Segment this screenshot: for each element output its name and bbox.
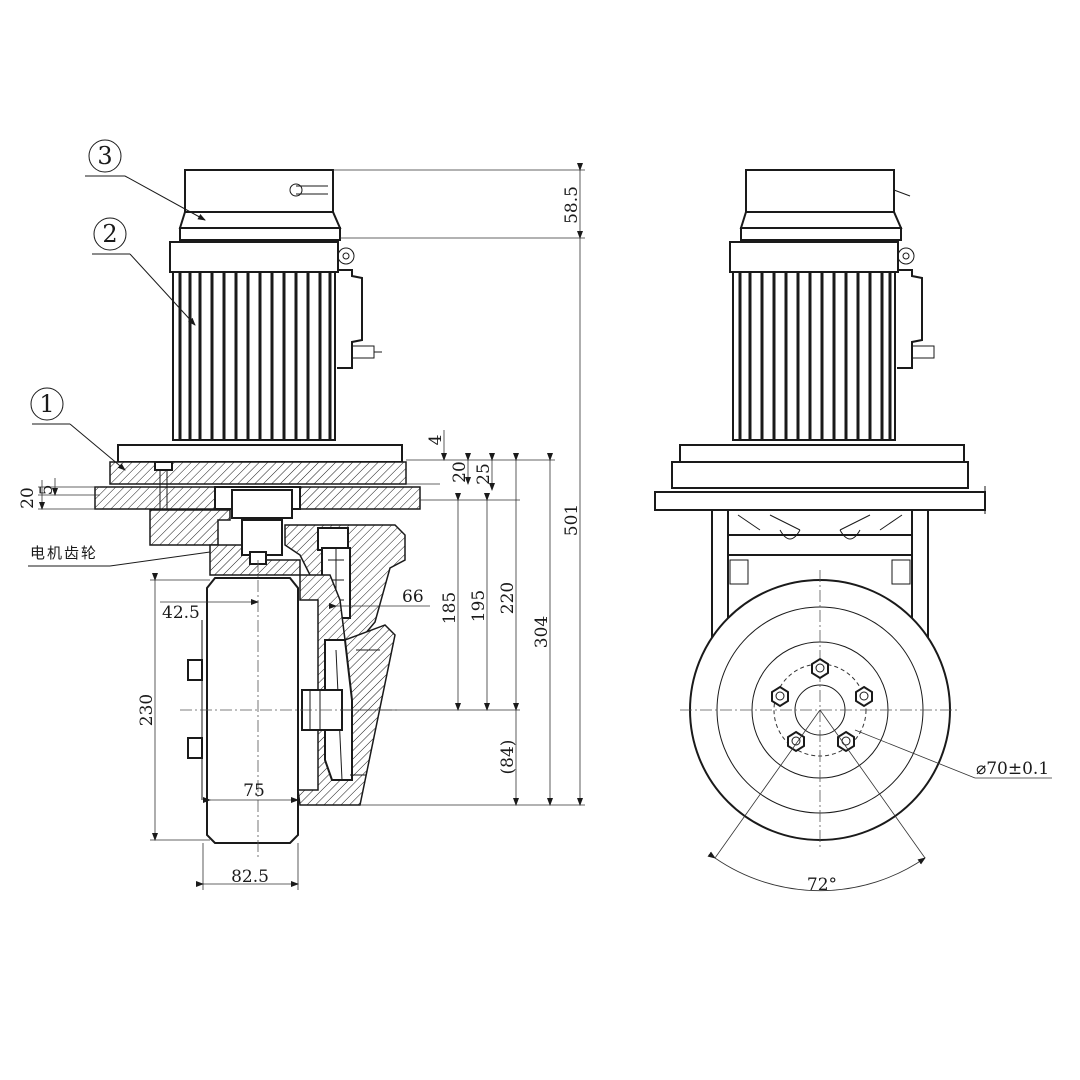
- dim-501: 501: [562, 504, 582, 536]
- dim-185: 185: [440, 592, 460, 624]
- brake-unit: [178, 169, 342, 249]
- dim-220: 220: [498, 582, 518, 614]
- wheel-bolt-icon: [855, 685, 873, 708]
- mounting-flange-front: [654, 444, 986, 514]
- dim-304: 304: [532, 616, 552, 648]
- motor-body-front: [729, 241, 935, 441]
- dim-82-5: 82.5: [231, 867, 269, 887]
- gear-housing: [149, 489, 406, 650]
- wheel-bolt-icon: [811, 657, 829, 680]
- brake-unit-front: [739, 169, 911, 249]
- dimension-lines-left: [38, 163, 585, 890]
- dim-75: 75: [243, 781, 265, 801]
- dim-20-left: 20: [18, 487, 38, 509]
- dim-42-5: 42.5: [162, 603, 200, 623]
- dim-58-5: 58.5: [562, 186, 582, 224]
- dim-5: 5: [37, 485, 57, 496]
- dim-25: 25: [474, 463, 494, 485]
- dim-66: 66: [402, 587, 424, 607]
- balloon-1: 1: [39, 390, 54, 418]
- balloon-3: 3: [97, 142, 112, 170]
- motor-gear-label: 电机齿轮: [30, 544, 98, 562]
- connector-icon: [289, 183, 328, 197]
- annotations: 3 2 1 电机齿轮 58.5 501 304 220 (84) 195 185…: [18, 142, 1049, 895]
- wheel-bolt-icon: [837, 730, 855, 753]
- drive-wheel-side: [187, 577, 299, 844]
- dim-bolt-circle: ⌀70±0.1: [976, 759, 1049, 779]
- wheel-bracket-front: [711, 511, 929, 651]
- wheel-bolt-icon: [771, 685, 789, 708]
- dimension-lines-right: [707, 709, 1052, 892]
- balloon-2: 2: [102, 220, 117, 248]
- dim-20-top: 20: [450, 461, 470, 483]
- part-balloons: [28, 139, 211, 567]
- cooling-fins: [178, 272, 332, 440]
- side-section-view: [28, 139, 585, 890]
- reducer-housing: [297, 574, 396, 806]
- dim-230: 230: [137, 694, 157, 726]
- dim-angle: 72°: [807, 875, 837, 895]
- dim-195: 195: [469, 590, 489, 622]
- dim-4: 4: [426, 435, 446, 446]
- front-view: [654, 169, 1052, 892]
- dim-84: (84): [498, 740, 518, 775]
- motor-body: [169, 241, 382, 441]
- wheel-bolt-icon: [787, 730, 805, 753]
